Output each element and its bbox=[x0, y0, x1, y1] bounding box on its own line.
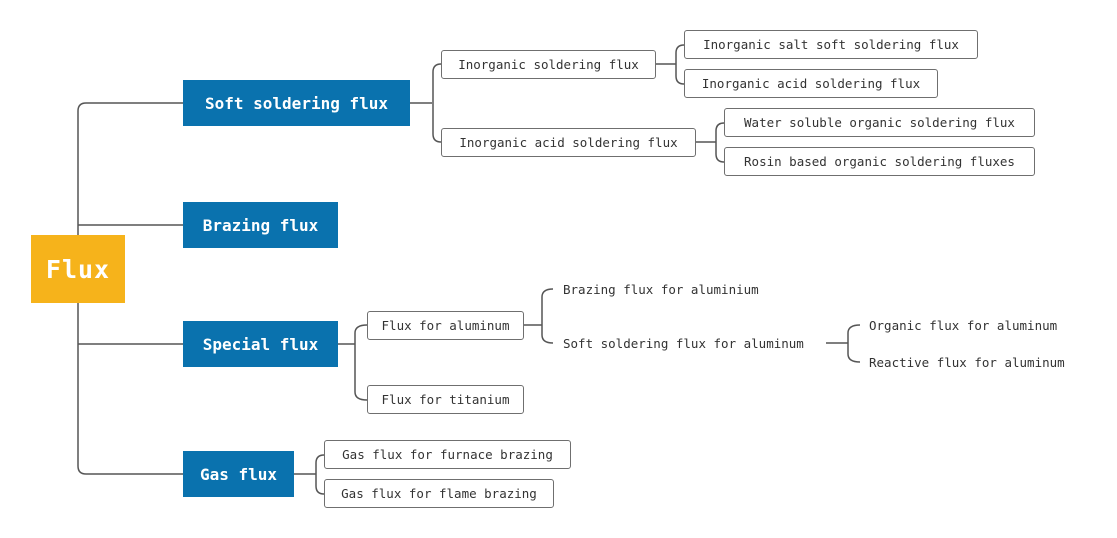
node-flux-for-aluminum: Flux for aluminum bbox=[367, 311, 524, 340]
connector-inorganic bbox=[656, 44, 685, 85]
connector-gas bbox=[294, 454, 325, 495]
node-inorganic-acid-soldering-flux-leaf: Inorganic acid soldering flux bbox=[684, 69, 938, 98]
connector-aluminum bbox=[524, 288, 554, 344]
connector-acid bbox=[696, 122, 725, 163]
node-reactive-flux-for-aluminum: Reactive flux for aluminum bbox=[869, 354, 1065, 370]
connector-al-soft bbox=[826, 324, 861, 363]
node-flux-for-titanium: Flux for titanium bbox=[367, 385, 524, 414]
node-soft-soldering-flux-for-aluminum: Soft soldering flux for aluminum bbox=[563, 335, 804, 351]
branch-brazing-flux: Brazing flux bbox=[183, 202, 338, 248]
branch-special-flux: Special flux bbox=[183, 321, 338, 367]
node-inorganic-soldering-flux: Inorganic soldering flux bbox=[441, 50, 656, 79]
branch-gas-flux: Gas flux bbox=[183, 451, 294, 497]
root-node-flux: Flux bbox=[31, 235, 125, 303]
node-inorganic-acid-soldering-flux: Inorganic acid soldering flux bbox=[441, 128, 696, 157]
connector-soft bbox=[410, 63, 442, 143]
node-water-soluble-organic-soldering-flux: Water soluble organic soldering flux bbox=[724, 108, 1035, 137]
node-organic-flux-for-aluminum: Organic flux for aluminum bbox=[869, 317, 1058, 333]
connector-special bbox=[338, 324, 368, 401]
node-inorganic-salt-soft-soldering-flux: Inorganic salt soft soldering flux bbox=[684, 30, 978, 59]
node-rosin-based-organic-soldering-fluxes: Rosin based organic soldering fluxes bbox=[724, 147, 1035, 176]
branch-soft-soldering-flux: Soft soldering flux bbox=[183, 80, 410, 126]
node-gas-flux-for-furnace-brazing: Gas flux for furnace brazing bbox=[324, 440, 571, 469]
node-gas-flux-for-flame-brazing: Gas flux for flame brazing bbox=[324, 479, 554, 508]
node-brazing-flux-for-aluminium: Brazing flux for aluminium bbox=[563, 281, 759, 297]
